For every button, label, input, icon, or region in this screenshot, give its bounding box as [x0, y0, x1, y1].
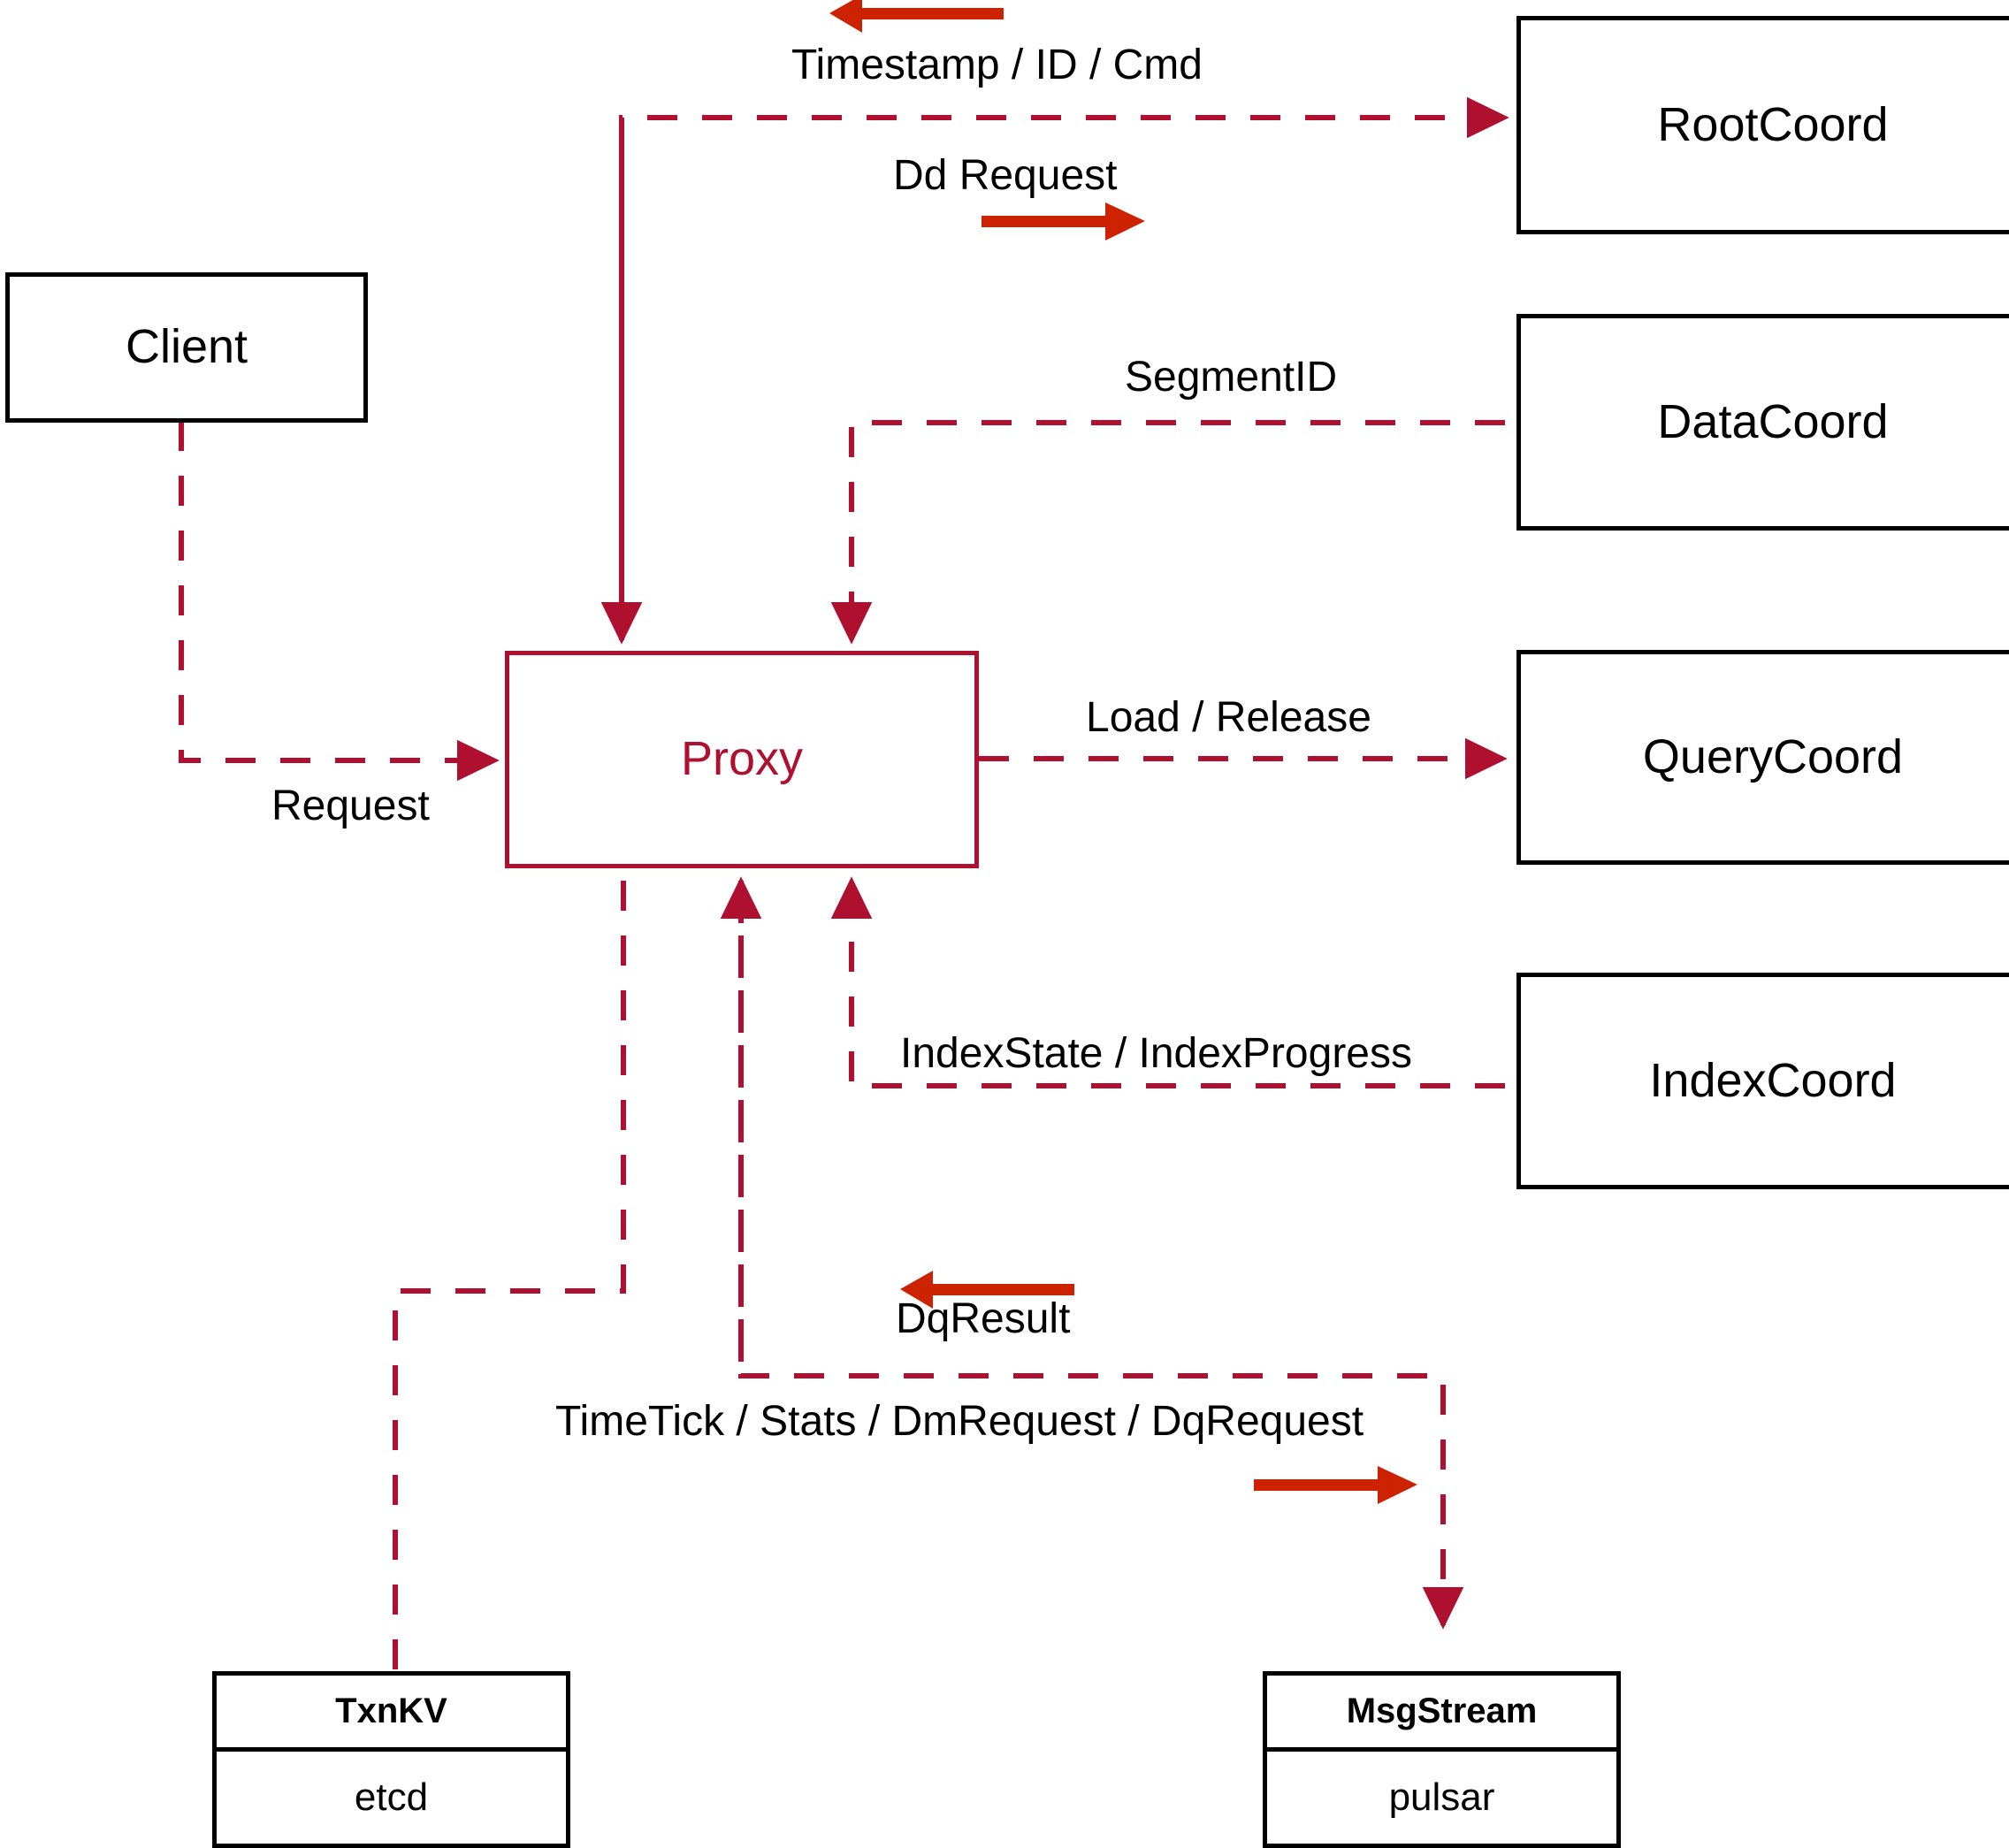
edge-label-dqresult: DqResult [896, 1295, 1071, 1342]
node-indexcoord-label: IndexCoord [1649, 1053, 1897, 1107]
node-querycoord-label: QueryCoord [1642, 729, 1904, 783]
node-client-label: Client [125, 320, 248, 374]
node-rootcoord[interactable]: RootCoord [1516, 16, 2009, 234]
node-msgstream-header: MsgStream [1267, 1676, 1616, 1752]
edge-label-load-release: Load / Release [1086, 694, 1371, 741]
arrow-right-dd-request [982, 202, 1145, 241]
node-indexcoord[interactable]: IndexCoord [1516, 973, 2009, 1189]
edge-proxy-to-rootcoord [619, 96, 1509, 640]
edge-label-request: Request [271, 783, 430, 829]
node-msgstream[interactable]: MsgStream pulsar [1263, 1671, 1621, 1848]
arrow-right-timetick [1254, 1466, 1417, 1504]
edge-proxy-to-txnkv [393, 881, 626, 1671]
node-proxy[interactable]: Proxy [505, 651, 979, 868]
node-rootcoord-label: RootCoord [1657, 97, 1889, 151]
edge-label-dd-request: Dd Request [893, 152, 1118, 199]
edge-label-timestamp-id-cmd: Timestamp / ID / Cmd [791, 42, 1203, 88]
arrow-left-timestamp [829, 0, 1004, 33]
edge-label-segmentid: SegmentID [1125, 354, 1338, 401]
edge-label-indexstate-indexprogress: IndexState / IndexProgress [900, 1030, 1412, 1077]
node-txnkv-body: etcd [354, 1775, 429, 1819]
node-msgstream-body: pulsar [1388, 1775, 1495, 1819]
node-client[interactable]: Client [5, 272, 368, 423]
arrow-left-dqresult [900, 1271, 1074, 1309]
node-txnkv[interactable]: TxnKV etcd [212, 1671, 570, 1848]
node-datacoord[interactable]: DataCoord [1516, 314, 2009, 531]
edge-client-to-proxy [179, 421, 500, 782]
node-datacoord-label: DataCoord [1657, 394, 1889, 448]
node-proxy-label: Proxy [680, 732, 804, 786]
edge-indexcoord-to-proxy [830, 876, 1505, 1088]
edge-label-timetick-stats-dmrequest-dqrequest: TimeTick / Stats / DmRequest / DqRequest [555, 1398, 1364, 1445]
node-querycoord[interactable]: QueryCoord [1516, 650, 2009, 865]
node-txnkv-header: TxnKV [217, 1676, 566, 1752]
